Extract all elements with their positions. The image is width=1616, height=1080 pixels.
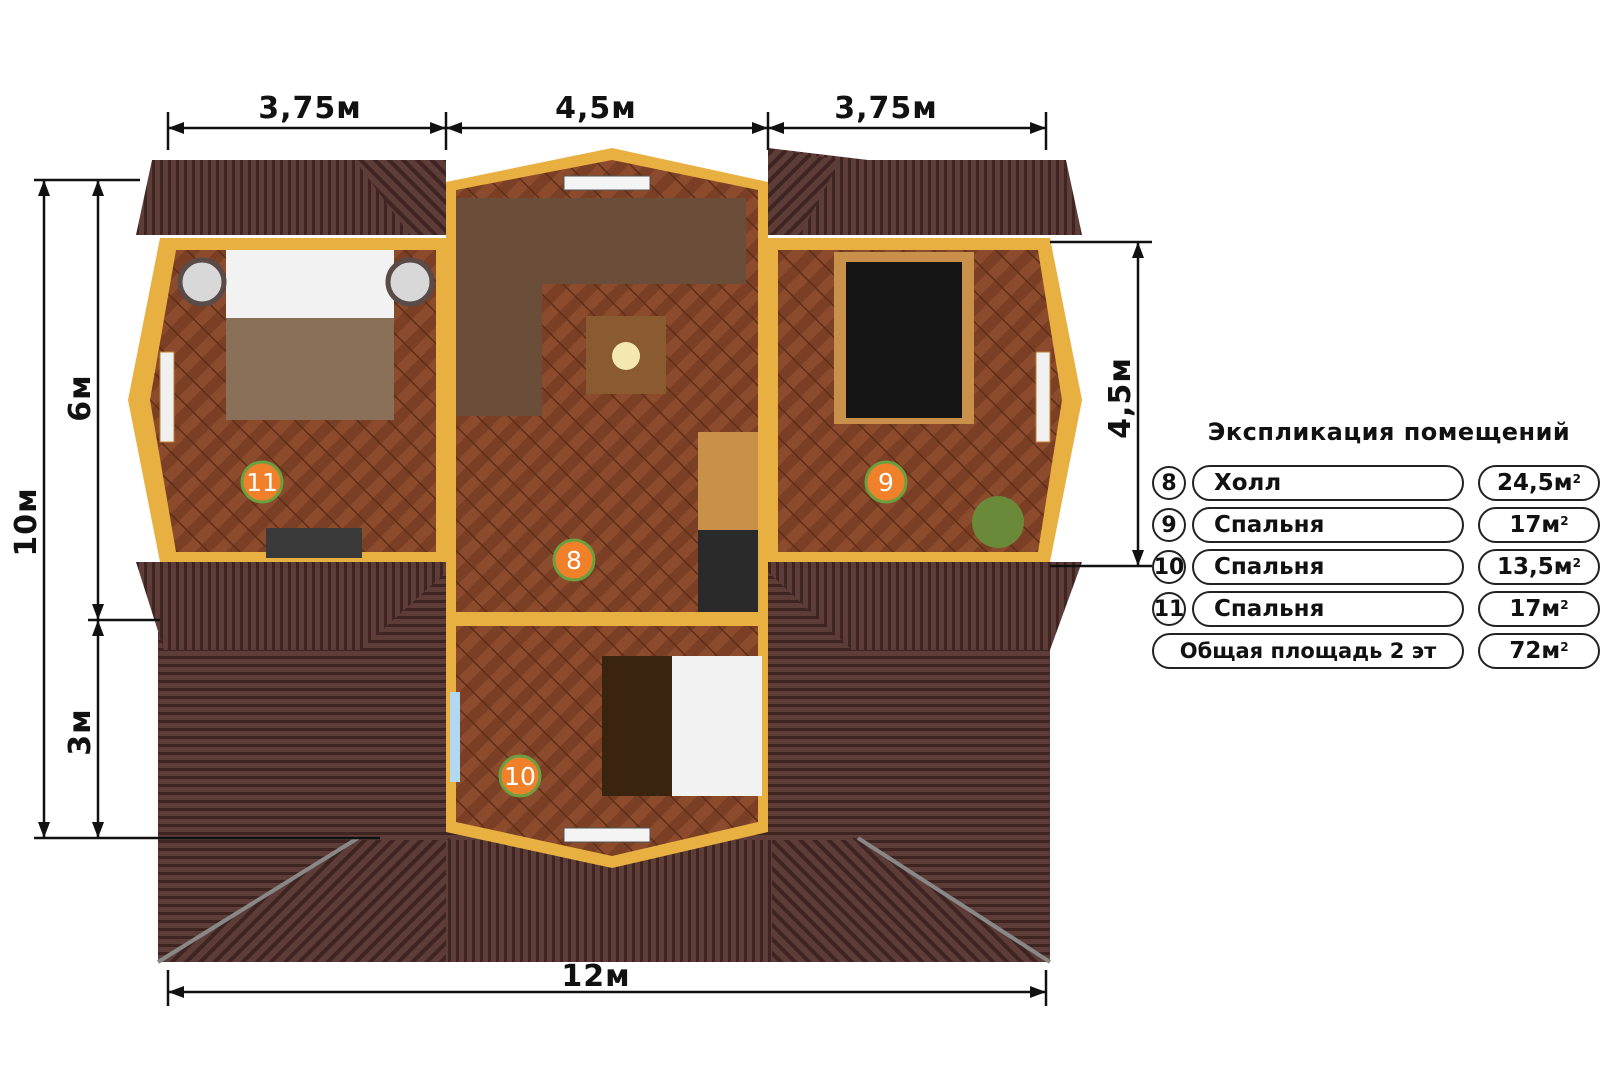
dim-left-upper: 6м — [63, 374, 98, 421]
legend-row-name: Спальня — [1192, 507, 1464, 543]
dim-right: 4,5м — [1103, 357, 1138, 439]
dim-top-right: 3,75м — [834, 91, 938, 126]
legend-row-area-unit-power: 2 — [1560, 514, 1569, 528]
legend-row-number: 10 — [1152, 550, 1186, 584]
legend-row-area-value: 17м — [1509, 596, 1561, 622]
legend-row-area-unit-power: 2 — [1572, 472, 1581, 486]
legend-row-name: Холл — [1192, 465, 1464, 501]
legend-row-area-value: 24,5м — [1497, 470, 1573, 496]
dim-top-middle: 4,5м — [555, 91, 637, 126]
legend-row-number: 11 — [1152, 592, 1186, 626]
legend-row-name: Спальня — [1192, 549, 1464, 585]
legend-row-area-value: 17м — [1509, 512, 1561, 538]
legend-row-area-unit-power: 2 — [1572, 556, 1581, 570]
badge-hall-label: 8 — [566, 546, 582, 575]
badge-bedroom-10: 10 — [498, 754, 542, 798]
badge-bedroom-9: 9 — [864, 460, 908, 504]
badge-bedroom-11: 11 — [240, 460, 284, 504]
badge-bedroom-11-label: 11 — [246, 468, 278, 497]
legend-total-area-unit-power: 2 — [1560, 640, 1569, 654]
dim-left-lower: 3м — [63, 708, 98, 755]
badge-bedroom-10-label: 10 — [504, 762, 536, 791]
room-bedroom-10 — [446, 616, 768, 868]
legend-total-area-value: 72м — [1509, 638, 1561, 664]
room-bedroom-11 — [128, 238, 446, 562]
legend-row-number: 8 — [1152, 466, 1186, 500]
badge-hall: 8 — [552, 538, 596, 582]
legend-total-name: Общая площадь 2 эт — [1152, 633, 1464, 669]
room-hall-8 — [446, 148, 768, 622]
dim-bottom: 12м — [561, 959, 630, 994]
legend-row-name: Спальня — [1192, 591, 1464, 627]
room-bedroom-9 — [768, 238, 1082, 562]
legend-title: Экспликация помещений — [1207, 418, 1571, 446]
legend-row-area-value: 13,5м — [1497, 554, 1573, 580]
legend-row-number: 9 — [1152, 508, 1186, 542]
dimension-lines — [34, 112, 1152, 1006]
badge-bedroom-9-label: 9 — [878, 468, 894, 497]
upper-roofs — [136, 148, 1082, 840]
dim-top-left: 3,75м — [258, 91, 362, 126]
legend-row-area-unit-power: 2 — [1560, 598, 1569, 612]
dim-left-total: 10м — [9, 487, 44, 556]
dimension-arrows — [38, 122, 1144, 998]
